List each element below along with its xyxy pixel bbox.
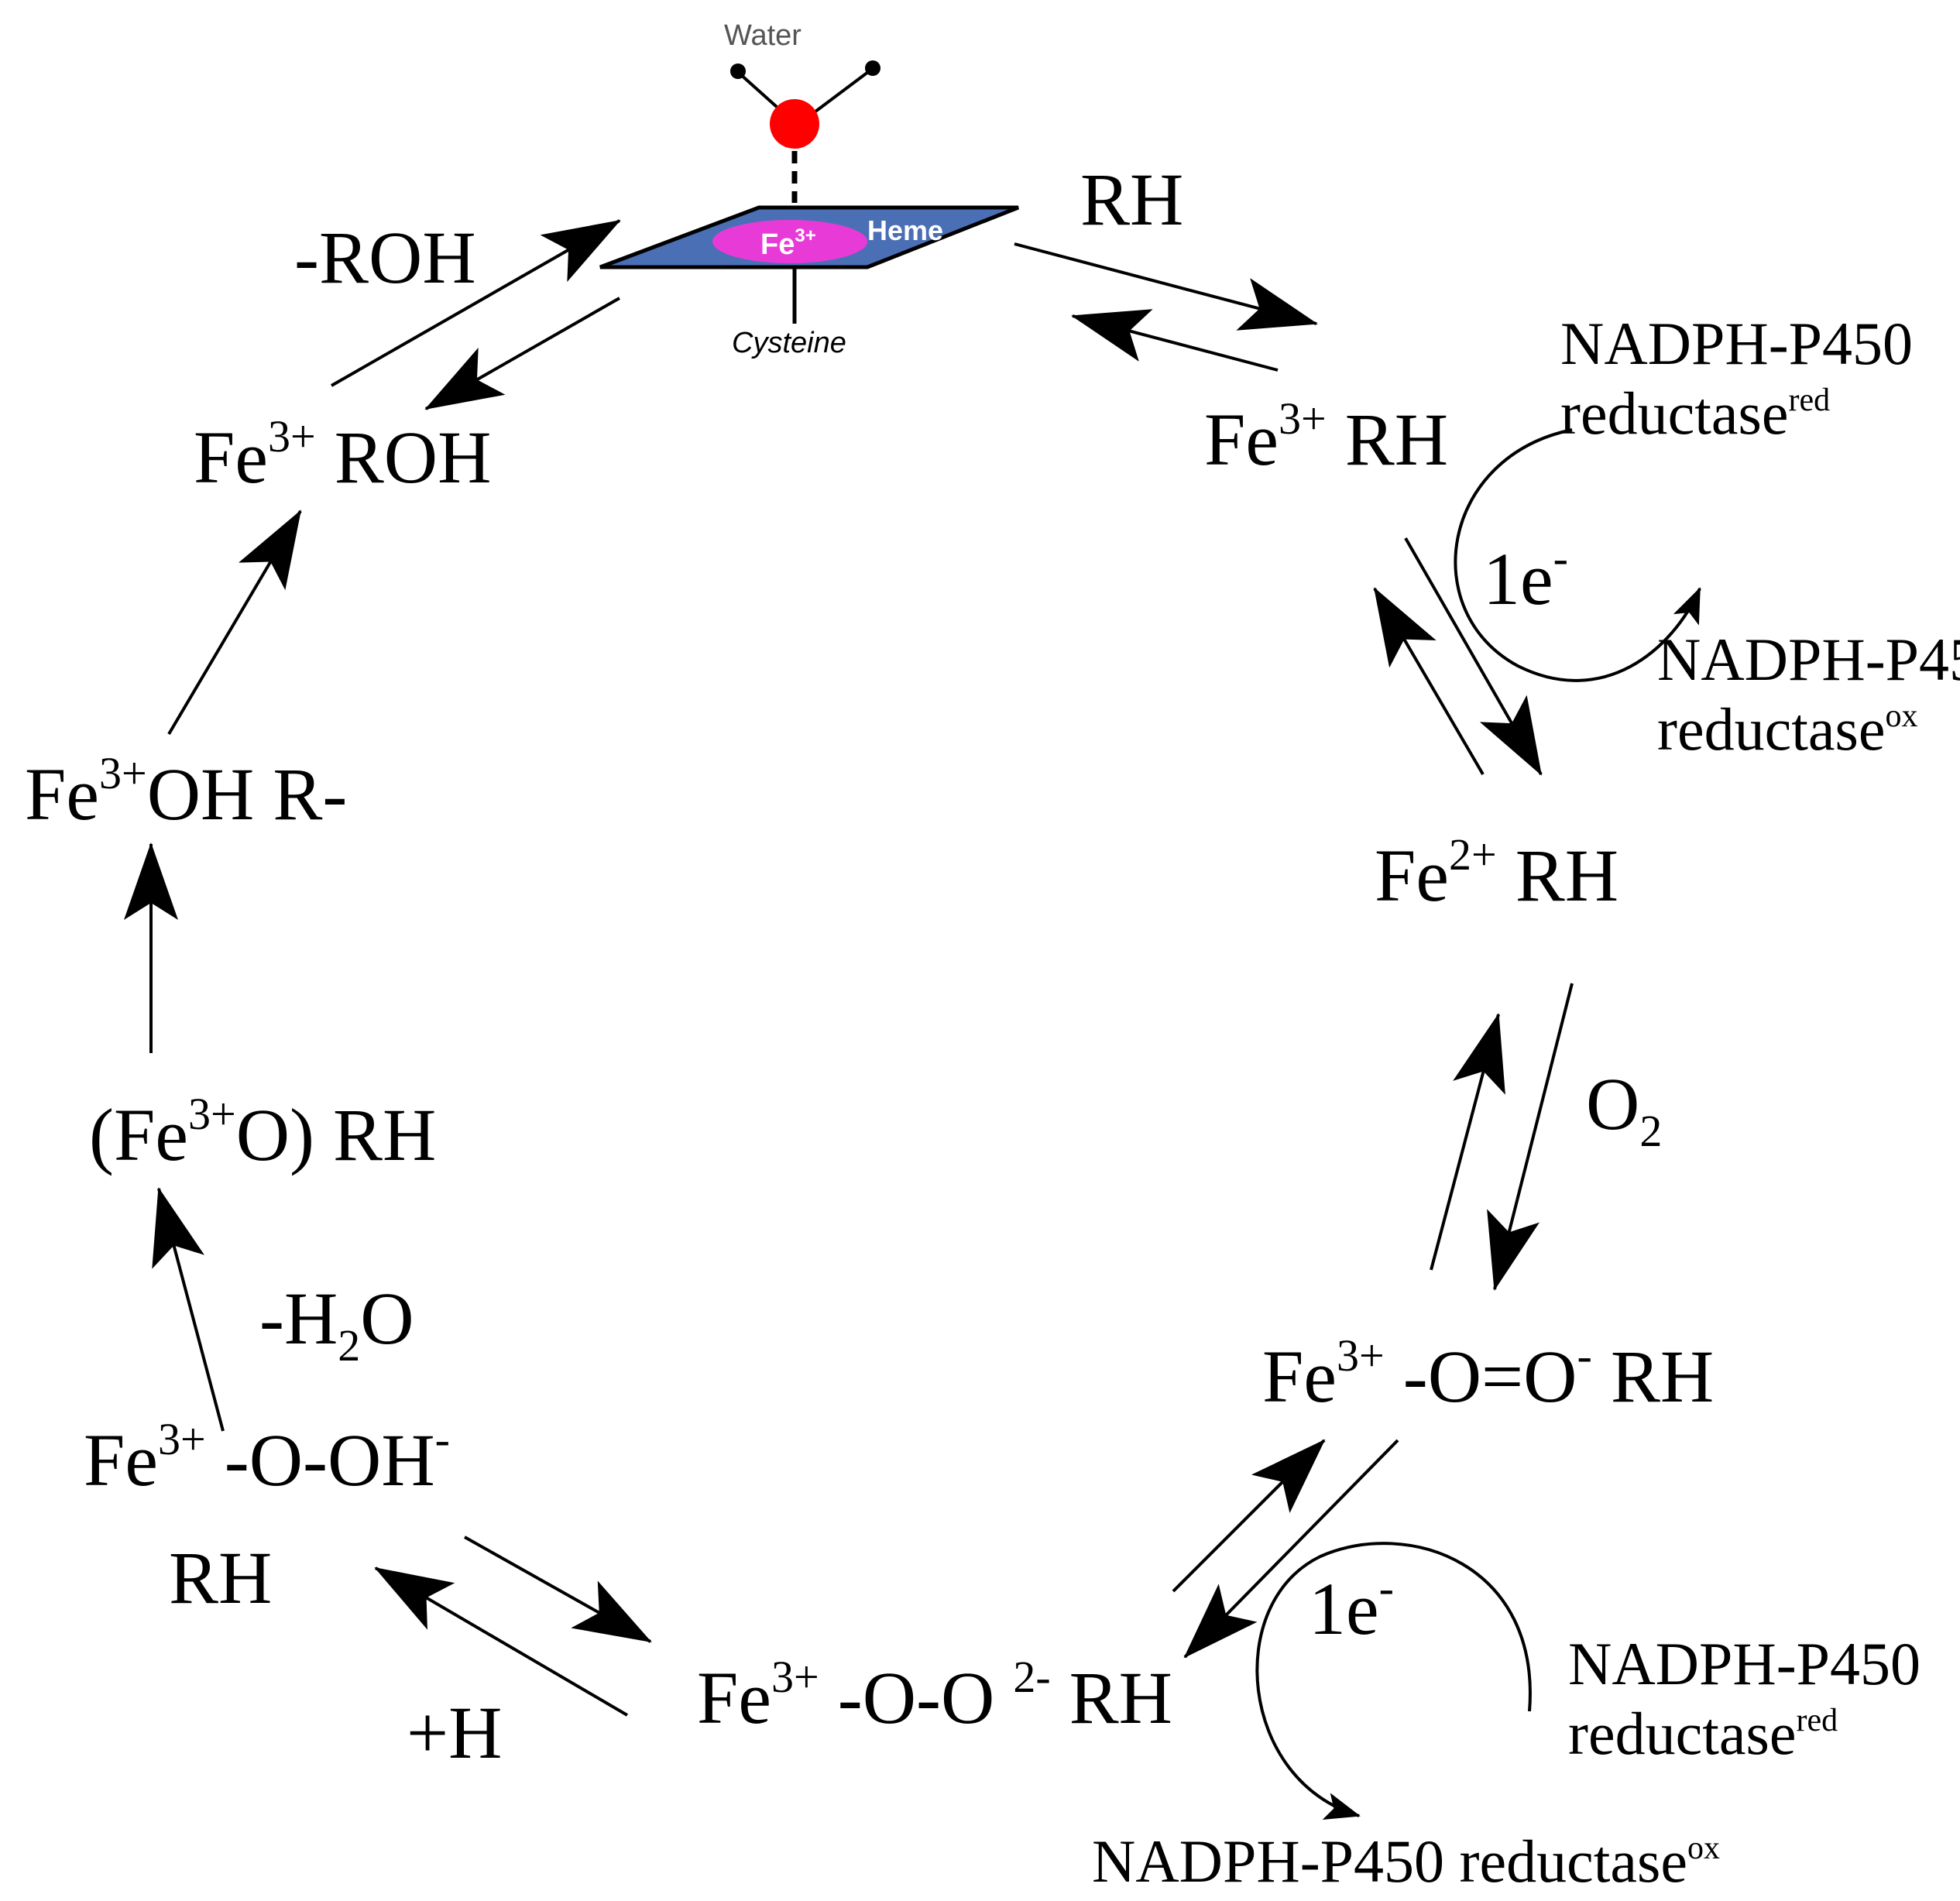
arrow-oxygen-rebound: [167, 510, 302, 736]
arrow-water-loss: [152, 1187, 225, 1432]
state-fe3-rh: Fe3+ RH: [1204, 393, 1448, 481]
electron-top-label: 1e-: [1483, 533, 1568, 620]
state-fe3-superoxo: Fe3+ -O=O- RH: [1262, 1330, 1714, 1418]
arrow-product-binding: [424, 297, 620, 410]
reductase-top-red-line2: reductasered: [1560, 379, 1830, 447]
fe-center: [712, 220, 867, 263]
reductase-top-ox-line2: reductaseox: [1657, 695, 1917, 763]
reductase-bottom-red-line2: reductasered: [1568, 1700, 1838, 1767]
water-bond-right: [808, 68, 873, 118]
arrow-reduction-reverse: [1373, 587, 1485, 776]
state-fe3-oh-r: Fe3+OH R-: [25, 748, 347, 836]
reductase-top-ox-line1: NADPH-P450: [1657, 626, 1960, 693]
arrow-substrate-release: [1071, 309, 1279, 372]
arrow-substrate-binding: [1014, 242, 1318, 331]
arrow-reduction-forward: [1404, 537, 1543, 776]
rh-substrate-label: RH: [1080, 158, 1183, 241]
state-fe3-hydroperoxo-rh: RH: [169, 1536, 272, 1619]
arrow-o2-binding: [1487, 983, 1574, 1291]
electron-bottom-label: 1e-: [1309, 1563, 1394, 1650]
electron-transfer-bottom-arc: [1255, 1542, 1532, 1820]
water-hydrogen-right: [865, 60, 880, 76]
reductase-bottom-red-line1: NADPH-P450: [1568, 1630, 1921, 1697]
state-fe3-oxo: (Fe3+O) RH: [89, 1089, 436, 1176]
proton-label: +H: [407, 1691, 502, 1774]
arrow-protonation-reverse: [464, 1536, 652, 1643]
water-oxygen: [770, 99, 819, 149]
state-fe3-peroxo: Fe3+ -O-O 2- RH: [697, 1652, 1172, 1739]
state-fe2-rh: Fe2+ RH: [1375, 829, 1618, 917]
state-fe3-roh: Fe3+ ROH: [194, 411, 491, 499]
arrow-product-release: [331, 219, 621, 387]
fe-center-label: Fe3+: [760, 225, 816, 261]
arrow-second-reduction: [1183, 1439, 1399, 1659]
reductase-bottom-ox: NADPH-P450 reductaseox: [1092, 1827, 1720, 1895]
water-hydrogen-left: [730, 63, 746, 79]
arrow-second-reduction-reverse: [1172, 1439, 1326, 1593]
water-release-label: -H2O: [259, 1277, 414, 1371]
roh-product-label: -ROH: [294, 216, 476, 299]
heme-label: Heme: [867, 214, 943, 246]
heme-group: Water Fe3+ Heme Cysteine: [599, 19, 1019, 359]
arrow-protonation: [374, 1566, 629, 1717]
arrow-o2-release: [1430, 1013, 1505, 1271]
cysteine-label: Cysteine: [732, 327, 846, 359]
water-label: Water: [724, 19, 802, 52]
o2-label: O2: [1586, 1062, 1662, 1156]
state-fe3-hydroperoxo: Fe3+ -O-OH-: [84, 1414, 450, 1501]
electron-transfer-top-arc: [1454, 428, 1701, 682]
reductase-top-red-line1: NADPH-P450: [1560, 310, 1913, 377]
